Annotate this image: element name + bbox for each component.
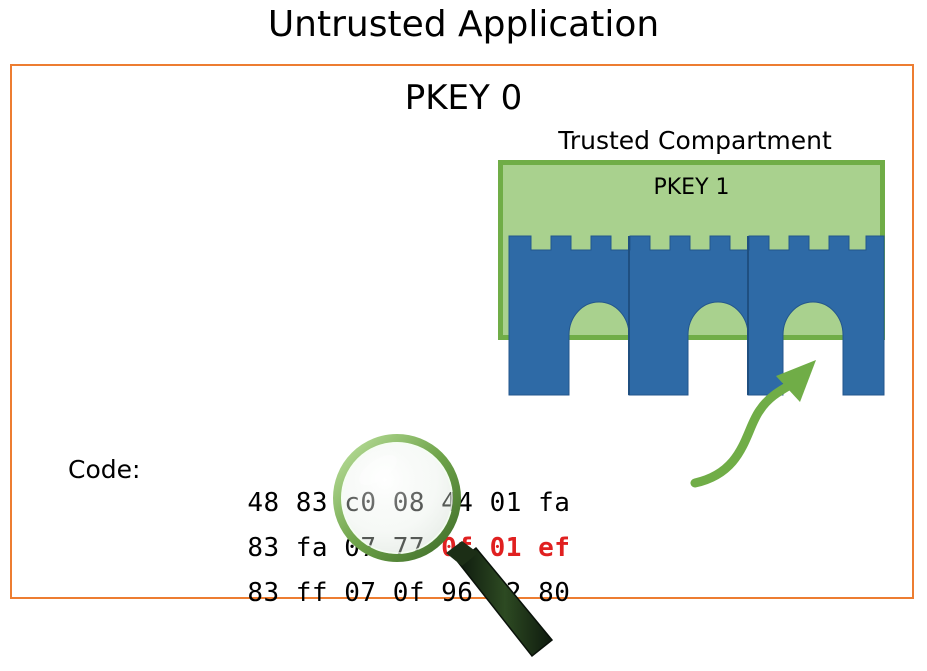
diagram-title: Untrusted Application	[267, 4, 660, 45]
untrusted-application-box	[10, 64, 914, 599]
code-label: Code:	[68, 455, 141, 484]
pkey0-label: PKEY 0	[404, 78, 523, 118]
pkey1-label: PKEY 1	[653, 175, 730, 200]
magnifying-glass-icon	[333, 434, 554, 658]
trusted-compartment-label: Trusted Compartment	[558, 126, 832, 155]
curved-arrow-icon	[690, 360, 816, 488]
castle-icon	[508, 235, 885, 396]
